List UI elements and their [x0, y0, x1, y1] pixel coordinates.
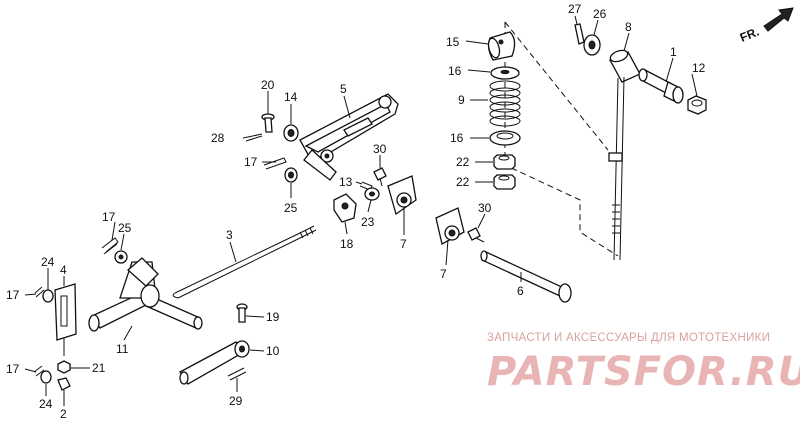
callout-25-left: 25: [118, 221, 132, 235]
callout-20: 20: [261, 78, 275, 92]
callout-7-lower: 7: [440, 267, 447, 281]
callout-22-bottom: 22: [456, 175, 470, 189]
front-direction-arrow-icon: [763, 7, 794, 32]
pin-part-20: [261, 113, 275, 133]
link-bar-part-4: [54, 283, 77, 356]
callout-17-mid: 17: [244, 155, 258, 169]
callout-3: 3: [226, 228, 233, 242]
callout-16-top: 16: [448, 64, 462, 78]
callout-8: 8: [625, 20, 632, 34]
callout-25-mid: 25: [284, 201, 298, 215]
washer-part-16-top: [490, 66, 520, 80]
collar-pin-part-1: [638, 68, 684, 104]
watermark-logo: PARTSFOR.RU: [487, 349, 800, 395]
callout-1: 1: [670, 45, 677, 59]
front-direction-label: FR.: [738, 25, 761, 45]
callout-23: 23: [361, 215, 375, 229]
rod-part-3: [172, 225, 317, 299]
clip-part-17-left: [101, 237, 119, 255]
bolt-part-30-lower: [467, 227, 485, 243]
callout-13: 13: [339, 175, 353, 189]
callout-17-left-top: 17: [6, 288, 20, 302]
callout-11: 11: [116, 342, 129, 356]
callout-4: 4: [60, 263, 67, 277]
watermark-tagline: ЗАПЧАСТИ И АКСЕССУАРЫ ДЛЯ МОТОТЕХНИКИ: [487, 332, 770, 344]
washer-part-25-mid: [284, 167, 298, 183]
callout-2: 2: [60, 407, 67, 421]
collar-part-15: [487, 31, 516, 61]
callout-29: 29: [229, 394, 243, 408]
shaft-part-6: [480, 250, 572, 303]
callout-14: 14: [284, 90, 298, 104]
callout-6: 6: [517, 284, 524, 298]
callout-27: 27: [568, 2, 582, 16]
callout-24-top: 24: [41, 255, 55, 269]
callout-12: 12: [692, 61, 706, 75]
nut-part-12: [687, 95, 707, 115]
washer-part-16-bottom: [489, 130, 521, 146]
callout-28: 28: [211, 131, 225, 145]
assembly-guide-line: [504, 22, 619, 257]
callout-26: 26: [593, 7, 607, 21]
callout-17-left: 17: [102, 210, 116, 224]
nut-part-22-top: [493, 154, 516, 170]
callout-17-left-bottom: 17: [6, 362, 20, 376]
callout-15: 15: [446, 35, 460, 49]
pin-part-19: [236, 303, 248, 323]
callout-22-top: 22: [456, 155, 470, 169]
plate-part-7-upper: [387, 175, 417, 216]
callout-30-top: 30: [373, 142, 387, 156]
callout-16-bottom: 16: [450, 131, 464, 145]
washer-part-24-top: [42, 289, 54, 303]
callout-5: 5: [340, 82, 347, 96]
bolt-part-2: [57, 377, 71, 391]
lever-part-10: [179, 340, 250, 385]
lever-assembly-part-11: [88, 257, 203, 332]
clip-part-17-left-top: [34, 286, 45, 298]
washer-part-26: [583, 34, 601, 56]
nut-part-22-bottom: [493, 174, 516, 190]
callout-24-bottom: 24: [39, 397, 53, 411]
arm-bracket-part-5: [299, 93, 399, 181]
plate-part-7-lower: [435, 207, 465, 245]
nut-part-21: [57, 360, 71, 374]
callout-10: 10: [266, 344, 280, 358]
clip-part-17-left-bottom: [33, 365, 45, 377]
callout-9: 9: [458, 93, 465, 107]
washer-part-25-left: [114, 250, 128, 264]
callout-7-upper: 7: [400, 237, 407, 251]
washer-part-24-bottom: [40, 370, 52, 384]
clip-part-28: [242, 133, 263, 142]
callout-18: 18: [340, 237, 354, 251]
callout-19: 19: [266, 310, 280, 324]
joint-block-part-18: [333, 193, 357, 223]
bolt-part-30-top: [373, 167, 387, 187]
clip-part-17-mid: [263, 157, 287, 170]
callout-labels: 15 16 9 16 22 22 27 26 8 1 12 5 20 14 28…: [6, 2, 706, 421]
assembly-guide-line: [504, 21, 609, 151]
clip-part-29: [227, 367, 247, 381]
spring-part-9: [489, 80, 521, 127]
pin-part-27: [574, 23, 585, 45]
leader-lines: [24, 15, 698, 406]
callout-30-lower: 30: [478, 201, 492, 215]
rod-part-8: [608, 49, 641, 261]
callout-21: 21: [92, 361, 106, 375]
washer-part-14: [283, 124, 299, 142]
nut-part-23: [364, 187, 380, 201]
